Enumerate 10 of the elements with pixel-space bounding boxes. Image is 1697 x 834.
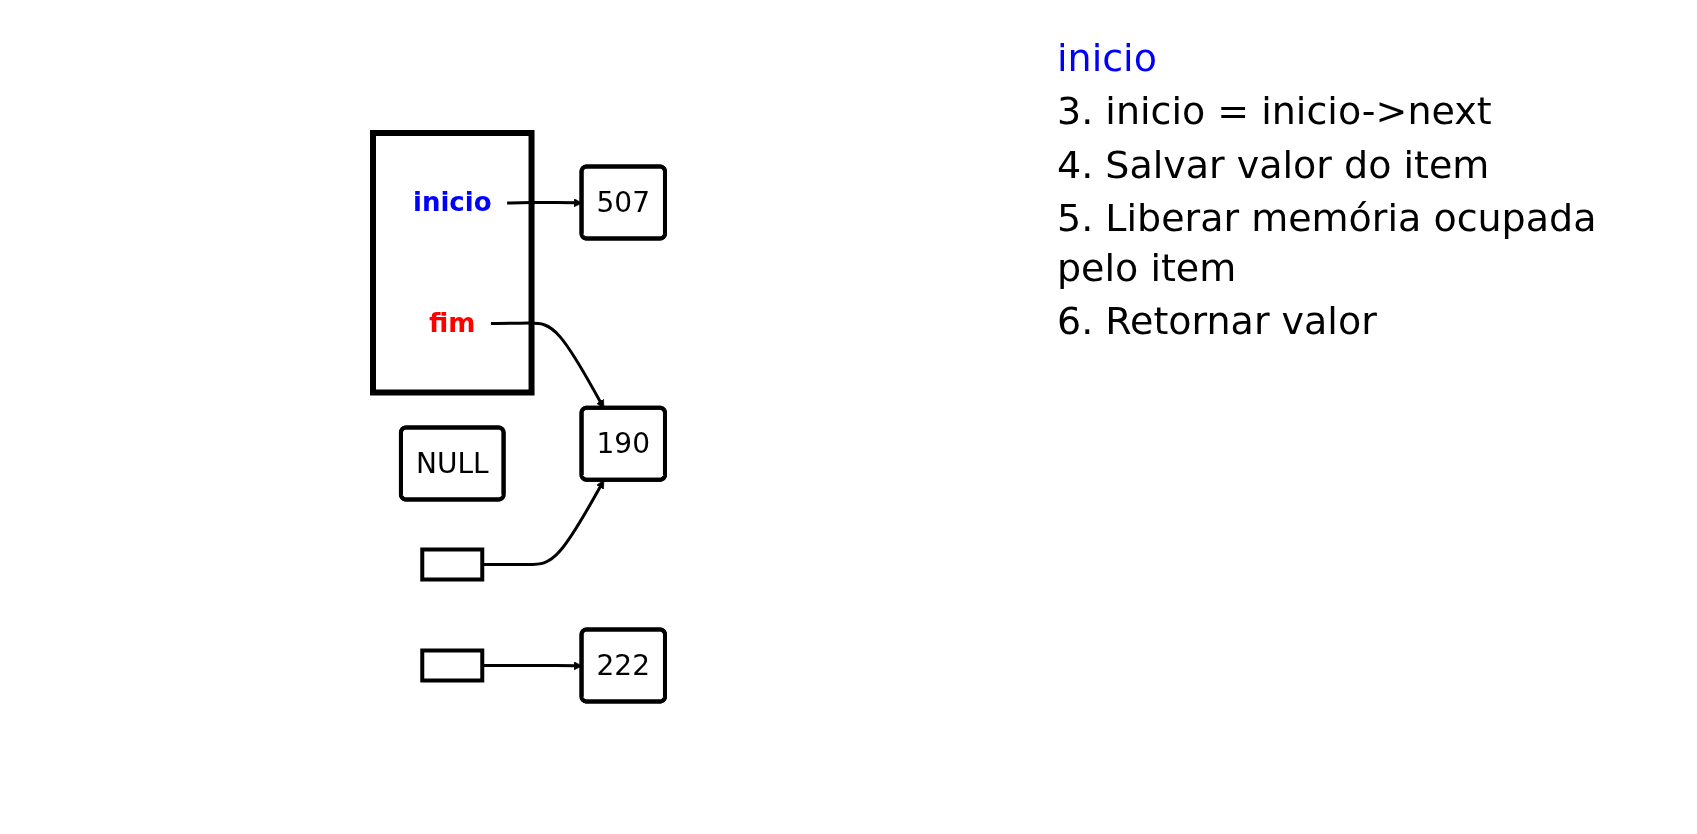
note-text: inicio	[1057, 35, 1158, 82]
note-text: 5. Liberar memória ocupada pelo item	[1057, 195, 1598, 292]
note-text: 6. Retornar valor	[1057, 297, 1378, 345]
node-box	[419, 547, 484, 582]
node-text: inicio	[412, 186, 492, 217]
cluster	[369, 129, 535, 396]
note-text: 3. inicio = inicio->next	[1057, 88, 1493, 136]
node-text: fim	[428, 307, 475, 338]
node-box	[419, 648, 484, 683]
note-text: 4. Salvar valor do item	[1057, 141, 1491, 189]
